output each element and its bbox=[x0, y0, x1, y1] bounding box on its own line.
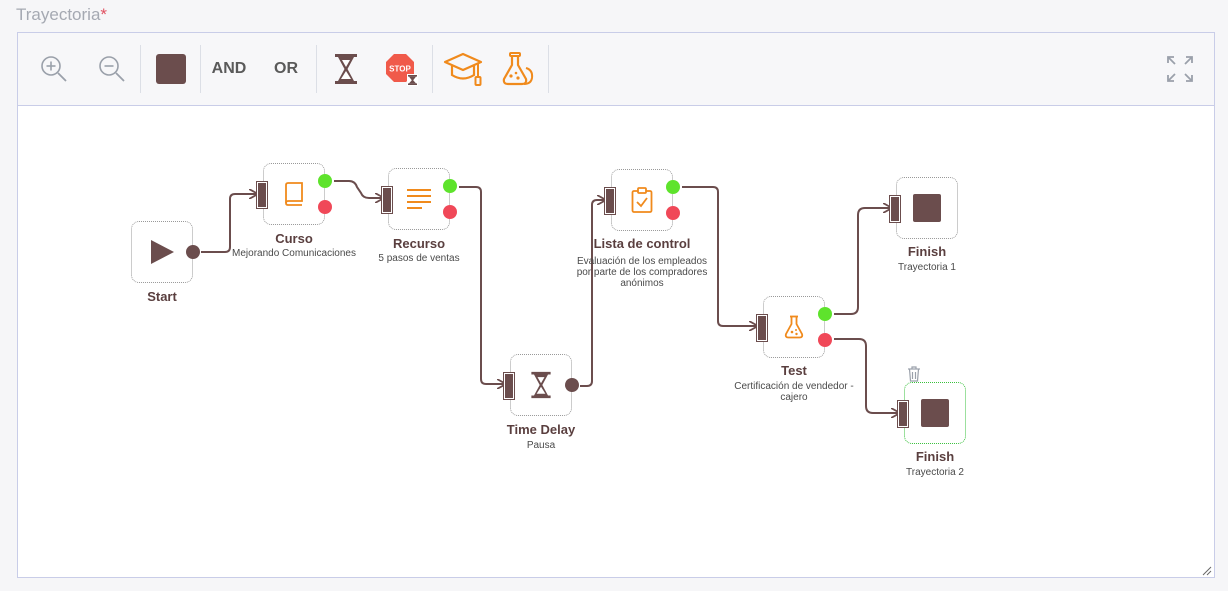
and-button[interactable]: AND bbox=[211, 60, 247, 77]
add-test-button[interactable] bbox=[498, 47, 538, 91]
success-port[interactable] bbox=[666, 180, 680, 194]
add-finish-button[interactable] bbox=[154, 47, 188, 91]
stop-square-icon bbox=[913, 194, 941, 222]
wire-delay-lista bbox=[580, 200, 605, 387]
input-port[interactable] bbox=[257, 182, 267, 208]
success-port[interactable] bbox=[318, 174, 332, 188]
failure-port[interactable] bbox=[318, 200, 332, 214]
checklist-node[interactable] bbox=[605, 169, 680, 231]
input-port[interactable] bbox=[757, 315, 767, 341]
flow-canvas[interactable]: Start Curso Mejorando Comunicaciones Rec… bbox=[18, 106, 1214, 578]
add-course-button[interactable] bbox=[442, 47, 484, 91]
finish-1-subtitle: Trayectoria 1 bbox=[898, 262, 956, 273]
failure-port[interactable] bbox=[818, 333, 832, 347]
trajectory-label-text: Trayectoria bbox=[16, 5, 101, 24]
toolbar-divider bbox=[200, 45, 201, 93]
start-node[interactable] bbox=[131, 221, 200, 283]
resource-title: Recurso bbox=[392, 236, 446, 251]
finish-node-2[interactable] bbox=[898, 382, 966, 444]
toolbar-divider bbox=[548, 45, 549, 93]
wire-lista-test bbox=[682, 186, 757, 326]
time-delay-subtitle: Pausa bbox=[526, 440, 556, 451]
trajectory-label: Trayectoria* bbox=[16, 5, 107, 25]
test-subtitle: Certificación de vendedor - cajero bbox=[734, 381, 854, 403]
or-button[interactable]: OR bbox=[274, 60, 298, 77]
failure-port[interactable] bbox=[443, 205, 457, 219]
delete-node-button[interactable] bbox=[907, 366, 921, 382]
wire-test-finish1 bbox=[834, 208, 891, 315]
finish-1-title: Finish bbox=[907, 244, 947, 259]
toolbar-divider bbox=[316, 45, 317, 93]
stop-square-icon bbox=[156, 54, 186, 84]
output-port[interactable] bbox=[186, 245, 200, 259]
zoom-out-icon bbox=[99, 56, 125, 82]
stop-sign-icon: STOP bbox=[386, 54, 418, 86]
expand-icon bbox=[1167, 56, 1193, 82]
resource-subtitle: 5 pasos de ventas bbox=[378, 253, 460, 264]
resource-node[interactable] bbox=[382, 168, 457, 230]
stop-sign-text: STOP bbox=[389, 65, 411, 74]
text-lines-icon bbox=[407, 189, 431, 209]
editor-toolbar: AND OR STOP bbox=[18, 33, 1214, 106]
wire-recurso-delay bbox=[459, 186, 505, 384]
zoom-in-button[interactable] bbox=[36, 47, 72, 91]
test-node[interactable] bbox=[757, 296, 832, 358]
zoom-in-icon bbox=[41, 56, 67, 82]
success-port[interactable] bbox=[443, 179, 457, 193]
clipboard-check-icon bbox=[631, 187, 653, 213]
input-port[interactable] bbox=[504, 373, 514, 399]
input-port[interactable] bbox=[605, 188, 615, 214]
flow-editor: AND OR STOP bbox=[17, 32, 1215, 578]
play-icon bbox=[151, 240, 174, 264]
hourglass-icon bbox=[335, 54, 357, 84]
checklist-title: Lista de control bbox=[593, 236, 691, 251]
required-mark: * bbox=[100, 5, 108, 24]
wire-start-curso bbox=[201, 194, 257, 253]
input-port[interactable] bbox=[890, 196, 900, 222]
graduation-cap-icon bbox=[443, 52, 483, 86]
input-port[interactable] bbox=[898, 401, 908, 427]
hourglass-icon bbox=[531, 371, 551, 399]
checklist-subtitle: Evaluación de los empleados por parte de… bbox=[576, 256, 708, 289]
stop-square-icon bbox=[921, 399, 949, 427]
time-delay-node[interactable] bbox=[504, 354, 579, 416]
output-port[interactable] bbox=[565, 378, 579, 392]
course-node[interactable] bbox=[257, 163, 332, 225]
add-stop-button[interactable]: STOP bbox=[384, 47, 420, 91]
fullscreen-button[interactable] bbox=[1162, 47, 1198, 91]
flask-icon bbox=[784, 315, 804, 339]
resize-handle-icon[interactable] bbox=[1202, 566, 1212, 576]
wire-curso-recurso bbox=[334, 180, 383, 198]
success-port[interactable] bbox=[818, 307, 832, 321]
add-delay-button[interactable] bbox=[330, 47, 362, 91]
finish-2-subtitle: Trayectoria 2 bbox=[906, 467, 964, 478]
test-title: Test bbox=[781, 363, 807, 378]
toolbar-divider bbox=[432, 45, 433, 93]
finish-2-title: Finish bbox=[915, 449, 955, 464]
time-delay-title: Time Delay bbox=[506, 422, 576, 437]
start-title: Start bbox=[147, 289, 177, 304]
flask-icon bbox=[502, 52, 534, 86]
course-subtitle: Mejorando Comunicaciones bbox=[232, 248, 356, 259]
book-icon bbox=[285, 182, 303, 206]
failure-port[interactable] bbox=[666, 206, 680, 220]
trash-icon bbox=[908, 366, 920, 382]
wire-test-finish2 bbox=[834, 338, 899, 413]
finish-node-1[interactable] bbox=[890, 177, 958, 239]
toolbar-divider bbox=[140, 45, 141, 93]
course-title: Curso bbox=[275, 231, 313, 246]
zoom-out-button[interactable] bbox=[94, 47, 130, 91]
input-port[interactable] bbox=[382, 187, 392, 213]
